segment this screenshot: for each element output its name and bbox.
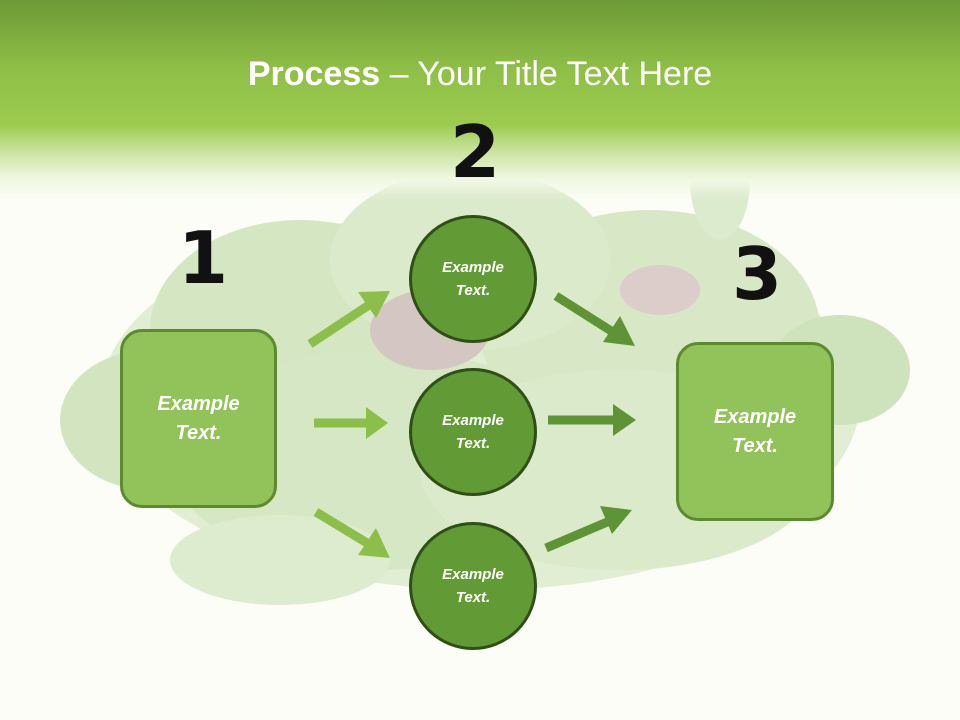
arrow-circle-bottom-to-box3 xyxy=(544,506,632,553)
circle-bottom-label: Example Text. xyxy=(442,566,504,606)
step-3-label: Example Text. xyxy=(713,405,797,457)
page-title: Process – Your Title Text Here xyxy=(0,52,960,96)
title-bold: Process xyxy=(247,55,381,93)
circle-bottom: Example Text. xyxy=(409,522,537,650)
step-1-label: Example Text. xyxy=(157,392,240,444)
arrow-box1-to-circle-top xyxy=(307,291,390,348)
title-banner xyxy=(0,0,960,200)
circle-middle-label: Example Text. xyxy=(442,412,504,452)
circle-middle: Example Text. xyxy=(409,368,537,496)
step-number-3: 3 xyxy=(732,232,783,316)
title-rest: – Your Title Text Here xyxy=(380,55,713,93)
circle-top-label: Example Text. xyxy=(442,259,504,299)
arrow-box1-to-circle-mid xyxy=(314,407,388,439)
arrow-circle-mid-to-box3 xyxy=(548,404,636,436)
step-3-box: Example Text. xyxy=(676,342,834,521)
step-1-box: Example Text. xyxy=(120,329,277,508)
arrow-circle-top-to-box3 xyxy=(553,292,635,346)
circle-top: Example Text. xyxy=(409,215,537,343)
step-number-2: 2 xyxy=(450,110,501,194)
arrow-box1-to-circle-bottom xyxy=(313,508,390,558)
step-number-1: 1 xyxy=(178,216,229,300)
